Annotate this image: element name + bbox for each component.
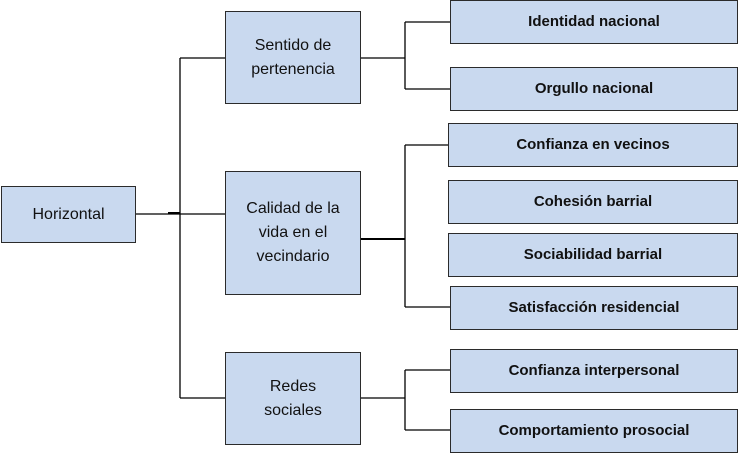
category-label: Sentido de pertenencia — [251, 36, 335, 78]
leaf-label: Identidad nacional — [528, 13, 660, 30]
leaf-label: Confianza en vecinos — [516, 136, 670, 153]
category-label: Redes sociales — [264, 377, 322, 419]
leaf-cohesion: Cohesión barrial — [448, 180, 738, 224]
leaf-comportamiento: Comportamiento prosocial — [450, 409, 738, 453]
leaf-label: Orgullo nacional — [534, 80, 654, 97]
leaf-confianza-interpersonal: Confianza interpersonal — [450, 349, 738, 393]
category-calidad: Calidad de la vida en el vecindario — [225, 171, 361, 295]
leaf-confianza-vecinos: Confianza en vecinos — [448, 123, 738, 167]
category-redes: Redes sociales — [225, 352, 361, 445]
leaf-label: Cohesión barrial — [533, 193, 653, 210]
leaf-label: Comportamiento prosocial — [498, 422, 690, 439]
leaf-label: Sociabilidad barrial — [523, 246, 663, 263]
leaf-sociabilidad: Sociabilidad barrial — [448, 233, 738, 277]
category-sentido: Sentido de pertenencia — [225, 11, 361, 104]
root-label: Horizontal — [32, 205, 105, 223]
leaf-label: Satisfacción residencial — [508, 299, 680, 316]
leaf-orgullo: Orgullo nacional — [450, 67, 738, 111]
category-label: Calidad de la vida en el vecindario — [246, 200, 340, 265]
leaf-label: Confianza interpersonal — [508, 362, 680, 379]
leaf-identidad: Identidad nacional — [450, 0, 738, 44]
leaf-satisfaccion: Satisfacción residencial — [450, 286, 738, 330]
root-node: Horizontal — [1, 186, 136, 243]
